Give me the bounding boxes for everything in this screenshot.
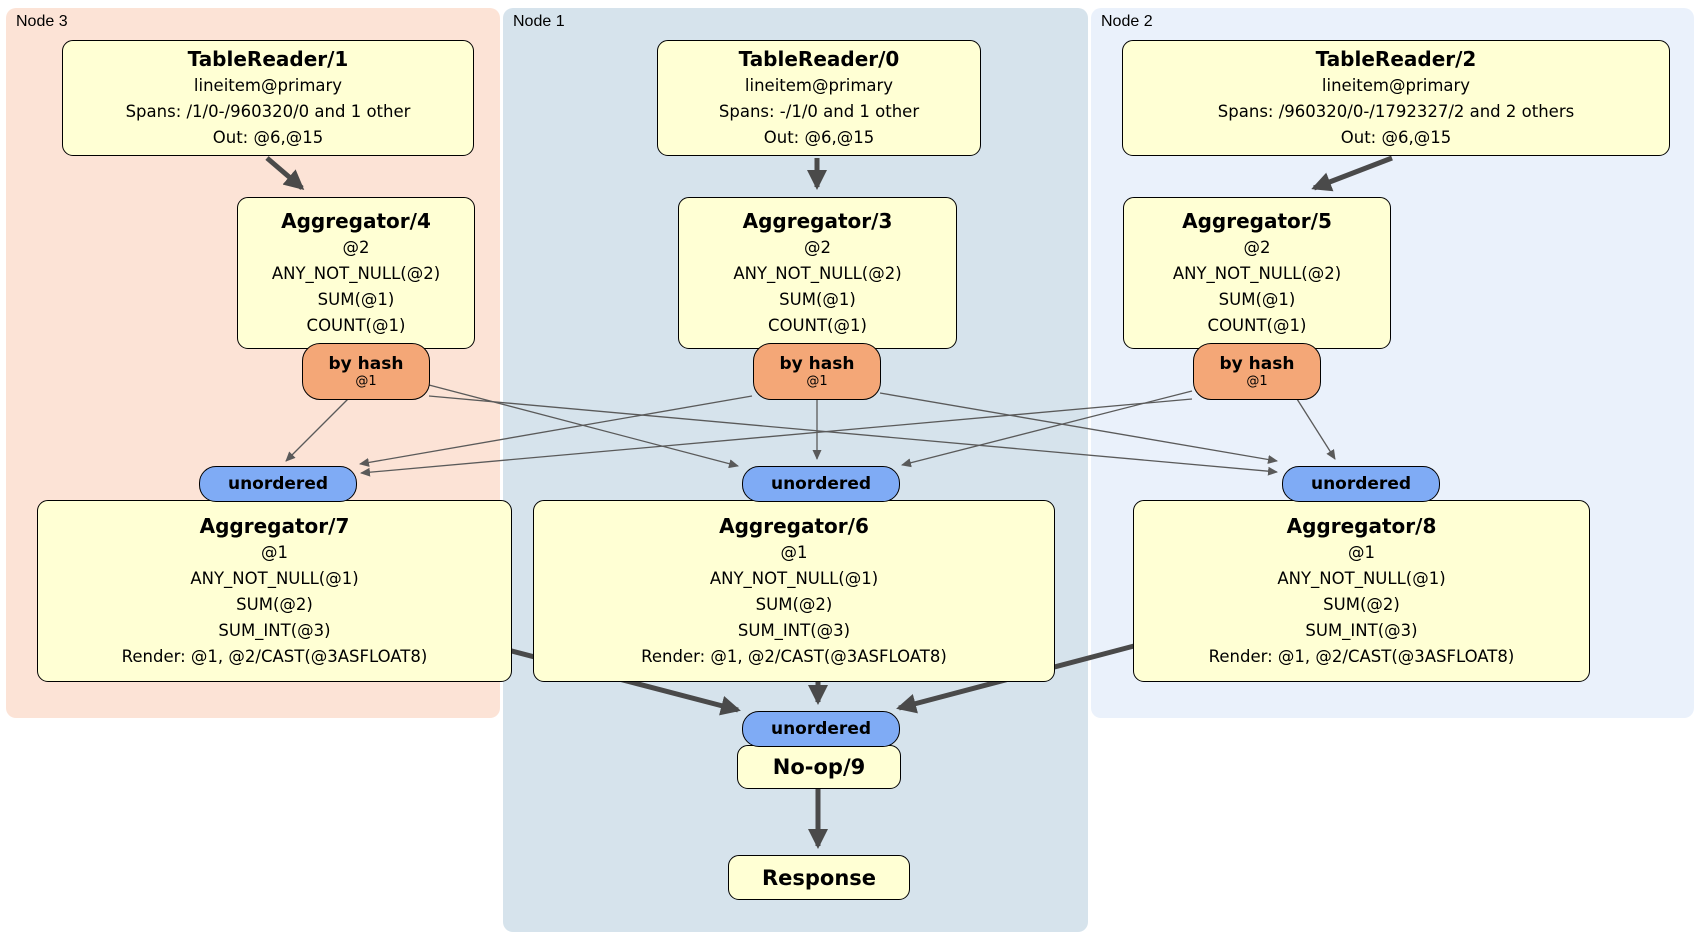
processor-line: @2 [1243,237,1271,257]
router-by-hash-3: by hash @1 [753,343,881,400]
processor-title: Aggregator/5 [1182,208,1332,233]
processor-line: lineitem@primary [193,75,343,95]
processor-tablereader-1: TableReader/1 lineitem@primary Spans: /1… [62,40,474,156]
sync-unordered-node1: unordered [742,466,900,502]
router-by-hash-5: by hash @1 [1193,343,1321,400]
processor-line: SUM(@2) [755,594,833,614]
processor-response: Response [728,855,910,900]
processor-noop-9: No-op/9 [737,745,901,789]
processor-line: Spans: /960320/0-/1792327/2 and 2 others [1217,101,1575,121]
processor-aggregator-7: Aggregator/7 @1 ANY_NOT_NULL(@1) SUM(@2)… [37,500,512,682]
router-label: by hash [779,354,855,374]
processor-aggregator-6: Aggregator/6 @1 ANY_NOT_NULL(@1) SUM(@2)… [533,500,1055,682]
processor-line: SUM(@2) [236,594,313,614]
processor-line: Render: @1, @2/CAST(@3ASFLOAT8) [121,646,428,666]
processor-line: Spans: /1/0-/960320/0 and 1 other [125,101,411,121]
sync-label: unordered [227,474,329,494]
processor-line: @1 [261,542,288,562]
processor-title: Aggregator/6 [719,513,869,538]
processor-tablereader-0: TableReader/0 lineitem@primary Spans: -/… [657,40,981,156]
processor-line: Spans: -/1/0 and 1 other [718,101,920,121]
sync-label: unordered [1310,474,1412,494]
router-by-hash-4: by hash @1 [302,343,430,400]
processor-line: SUM(@1) [317,289,395,309]
processor-title: TableReader/0 [738,46,900,71]
processor-title: TableReader/1 [187,46,349,71]
processor-line: @2 [342,237,370,257]
processor-line: Render: @1, @2/CAST(@3ASFLOAT8) [1208,646,1515,666]
edge-hash5-unordered1 [901,390,1193,468]
processor-line: SUM_INT(@3) [218,620,331,640]
processor-tablereader-2: TableReader/2 lineitem@primary Spans: /9… [1122,40,1670,156]
processor-line: ANY_NOT_NULL(@2) [1172,263,1342,283]
processor-line: SUM_INT(@3) [737,620,851,640]
sync-label: unordered [770,474,872,494]
processor-line: ANY_NOT_NULL(@1) [1277,568,1446,588]
processor-line: SUM(@1) [779,289,856,309]
processor-line: SUM(@2) [1323,594,1400,614]
edge-tablereader2-aggregator5 [1311,155,1393,192]
processor-line: ANY_NOT_NULL(@2) [271,263,441,283]
router-detail: @1 [355,374,377,389]
router-detail: @1 [1246,374,1268,389]
processor-aggregator-8: Aggregator/8 @1 ANY_NOT_NULL(@1) SUM(@2)… [1133,500,1590,682]
sync-unordered-node2: unordered [1282,466,1440,502]
processor-line: COUNT(@1) [306,315,406,335]
processor-line: @2 [804,237,831,257]
processor-line: lineitem@primary [1321,75,1471,95]
processor-title: Aggregator/7 [199,513,350,538]
node-group-3-label: Node 3 [16,13,68,30]
edge-tablereader1-aggregator4 [265,156,305,190]
processor-aggregator-3: Aggregator/3 @2 ANY_NOT_NULL(@2) SUM(@1)… [678,197,957,349]
processor-title: TableReader/2 [1315,46,1477,71]
processor-title: Aggregator/4 [281,208,431,233]
processor-title: Aggregator/3 [742,208,893,233]
processor-line: Out: @6,@15 [212,127,324,147]
processor-title: No-op/9 [772,755,866,779]
edge-hash5-unordered3 [360,398,1193,477]
processor-aggregator-4: Aggregator/4 @2 ANY_NOT_NULL(@2) SUM(@1)… [237,197,475,349]
processor-line: SUM_INT(@3) [1305,620,1418,640]
processor-line: Render: @1, @2/CAST(@3ASFLOAT8) [641,646,947,666]
processor-line: ANY_NOT_NULL(@1) [190,568,359,588]
edge-hash3-unordered2 [879,392,1278,464]
edge-hash5-unordered2 [1296,398,1336,460]
processor-line: @1 [780,542,808,562]
edge-hash4-unordered3 [285,398,349,462]
processor-line: lineitem@primary [744,75,894,95]
edge-hash4-unordered2 [428,395,1278,476]
processor-line: ANY_NOT_NULL(@2) [733,263,902,283]
sync-label: unordered [770,719,872,739]
processor-line: SUM(@1) [1218,289,1296,309]
node-group-2-label: Node 2 [1101,13,1153,30]
processor-title: Response [761,865,877,890]
router-label: by hash [328,354,404,374]
processor-line: Out: @6,@15 [1340,127,1452,147]
edge-hash3-unordered3 [359,395,753,467]
processor-line: COUNT(@1) [1207,315,1307,335]
sync-unordered-node3: unordered [199,466,357,502]
processor-title: Aggregator/8 [1286,513,1437,538]
node-group-1-label: Node 1 [513,13,565,30]
processor-line: COUNT(@1) [768,315,867,335]
router-detail: @1 [806,374,828,389]
processor-line: ANY_NOT_NULL(@1) [709,568,879,588]
sync-unordered-final: unordered [742,711,900,747]
router-label: by hash [1219,354,1295,374]
processor-line: @1 [1348,542,1375,562]
processor-line: Out: @6,@15 [763,127,875,147]
processor-aggregator-5: Aggregator/5 @2 ANY_NOT_NULL(@2) SUM(@1)… [1123,197,1391,349]
